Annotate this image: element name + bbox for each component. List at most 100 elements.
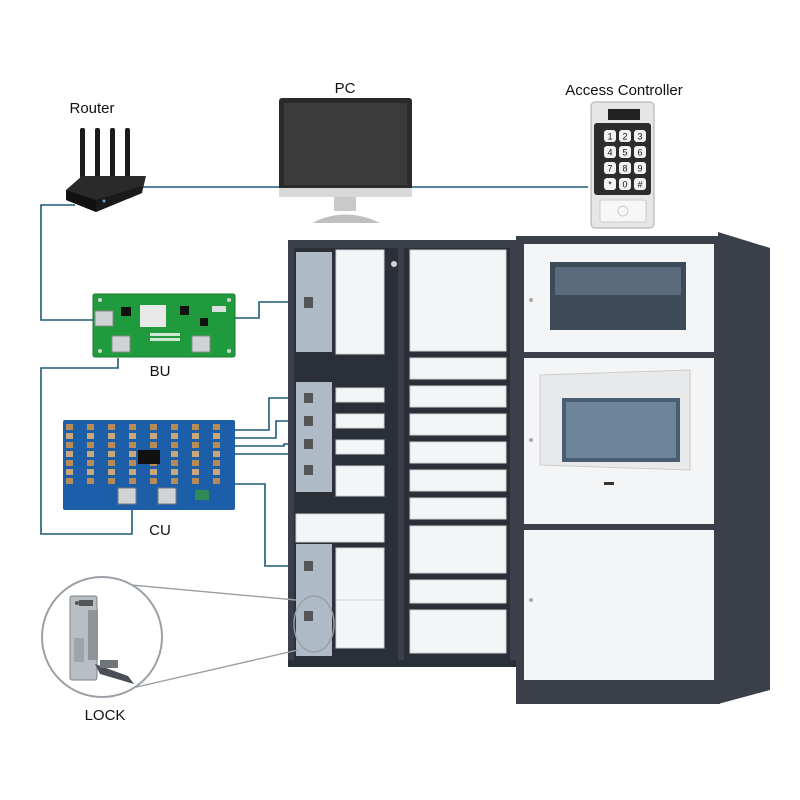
keypad-key-label: #: [637, 180, 642, 190]
cu-terminal: [192, 460, 199, 466]
cu-terminal: [171, 442, 178, 448]
cu-terminal: [192, 424, 199, 430]
locker-door: [409, 249, 507, 352]
cu-terminal: [150, 478, 157, 484]
open-door-4: [335, 439, 385, 455]
keypad-key: [604, 146, 616, 158]
pc-label: PC: [335, 80, 356, 97]
cu-terminal: [213, 451, 220, 457]
cu-terminal: [87, 424, 94, 430]
cu-terminal: [150, 442, 157, 448]
wire-bu-locker-1: [235, 301, 308, 319]
cu-terminal: [192, 442, 199, 448]
keypad-key: [619, 162, 631, 174]
locker-door: [409, 609, 507, 654]
locker-door: [409, 525, 507, 574]
connection-wires: [40, 186, 588, 567]
cu-terminal: [192, 433, 199, 439]
cu-terminal: [213, 424, 220, 430]
cu-terminal: [66, 433, 73, 439]
cu-terminal: [87, 442, 94, 448]
cu-terminal: [150, 424, 157, 430]
wire-cu-locker-6: [232, 483, 308, 567]
cu-terminal: [129, 460, 136, 466]
cu-terminal: [171, 469, 178, 475]
bu-label: BU: [150, 363, 171, 380]
keypad-key: [619, 130, 631, 142]
cu-terminal: [66, 451, 73, 457]
cu-terminal: [192, 478, 199, 484]
cabinet-side: [718, 232, 770, 704]
cu-terminal: [213, 460, 220, 466]
cu-terminal: [108, 442, 115, 448]
cu-terminal: [192, 469, 199, 475]
locker-door: [409, 413, 507, 436]
cu-terminal: [129, 433, 136, 439]
keypad-key-label: 0: [622, 180, 627, 190]
router-icon: [66, 128, 146, 212]
lock-icon: [69, 595, 134, 684]
cu-terminal: [129, 478, 136, 484]
keypad-key: [604, 130, 616, 142]
keypad-key-label: 1: [607, 132, 612, 142]
open-door-6: [335, 547, 385, 601]
wire-bu-cu: [40, 358, 133, 535]
cu-terminal: [108, 424, 115, 430]
keypad-key: [634, 130, 646, 142]
cu-terminal: [171, 433, 178, 439]
bu-board-icon: [92, 293, 236, 358]
keypad-key: [634, 162, 646, 174]
wire-router-bu: [40, 204, 94, 321]
cu-terminal: [171, 460, 178, 466]
cu-board-icon: [63, 420, 235, 510]
cu-terminal: [129, 451, 136, 457]
locker-door: [409, 385, 507, 408]
keypad-key: [604, 162, 616, 174]
cu-terminal: [150, 433, 157, 439]
locker-door: [409, 497, 507, 520]
access-controller-label: Access Controller: [565, 82, 683, 99]
cu-terminal: [213, 433, 220, 439]
keypad-key: [634, 178, 646, 190]
open-door-3: [335, 413, 385, 429]
keypad-key: [619, 146, 631, 158]
cu-terminal: [192, 451, 199, 457]
keypad-key-label: 7: [607, 164, 612, 174]
router-label: Router: [69, 100, 114, 117]
cu-terminal: [171, 478, 178, 484]
cu-terminal: [108, 478, 115, 484]
lock-label: LOCK: [85, 707, 126, 724]
cu-terminal: [87, 433, 94, 439]
keypad-key-label: 8: [622, 164, 627, 174]
cu-terminal: [108, 433, 115, 439]
cu-terminal: [108, 460, 115, 466]
cu-terminal: [171, 451, 178, 457]
keypad-key: [619, 178, 631, 190]
cu-terminal: [66, 460, 73, 466]
cu-terminal: [129, 424, 136, 430]
open-door-2: [335, 387, 385, 403]
cu-terminal: [87, 451, 94, 457]
keypad-key-label: 6: [637, 148, 642, 158]
middle-locker-doors: [409, 249, 507, 654]
open-door-7: [335, 599, 385, 649]
cu-terminal: [87, 460, 94, 466]
cu-terminal: [213, 442, 220, 448]
cu-terminal: [129, 469, 136, 475]
cu-terminal: [129, 442, 136, 448]
cu-terminal: [108, 469, 115, 475]
cu-terminal: [87, 478, 94, 484]
keypad-key-label: 5: [622, 148, 627, 158]
cu-terminal: [66, 442, 73, 448]
cu-terminal: [66, 478, 73, 484]
cu-terminal: [66, 469, 73, 475]
closed-drawer-left: [295, 513, 385, 543]
cu-terminal: [150, 469, 157, 475]
keypad-key-label: *: [608, 180, 612, 190]
open-door-1: [335, 249, 385, 355]
keypad-key-label: 3: [637, 132, 642, 142]
keypad-key: [604, 178, 616, 190]
